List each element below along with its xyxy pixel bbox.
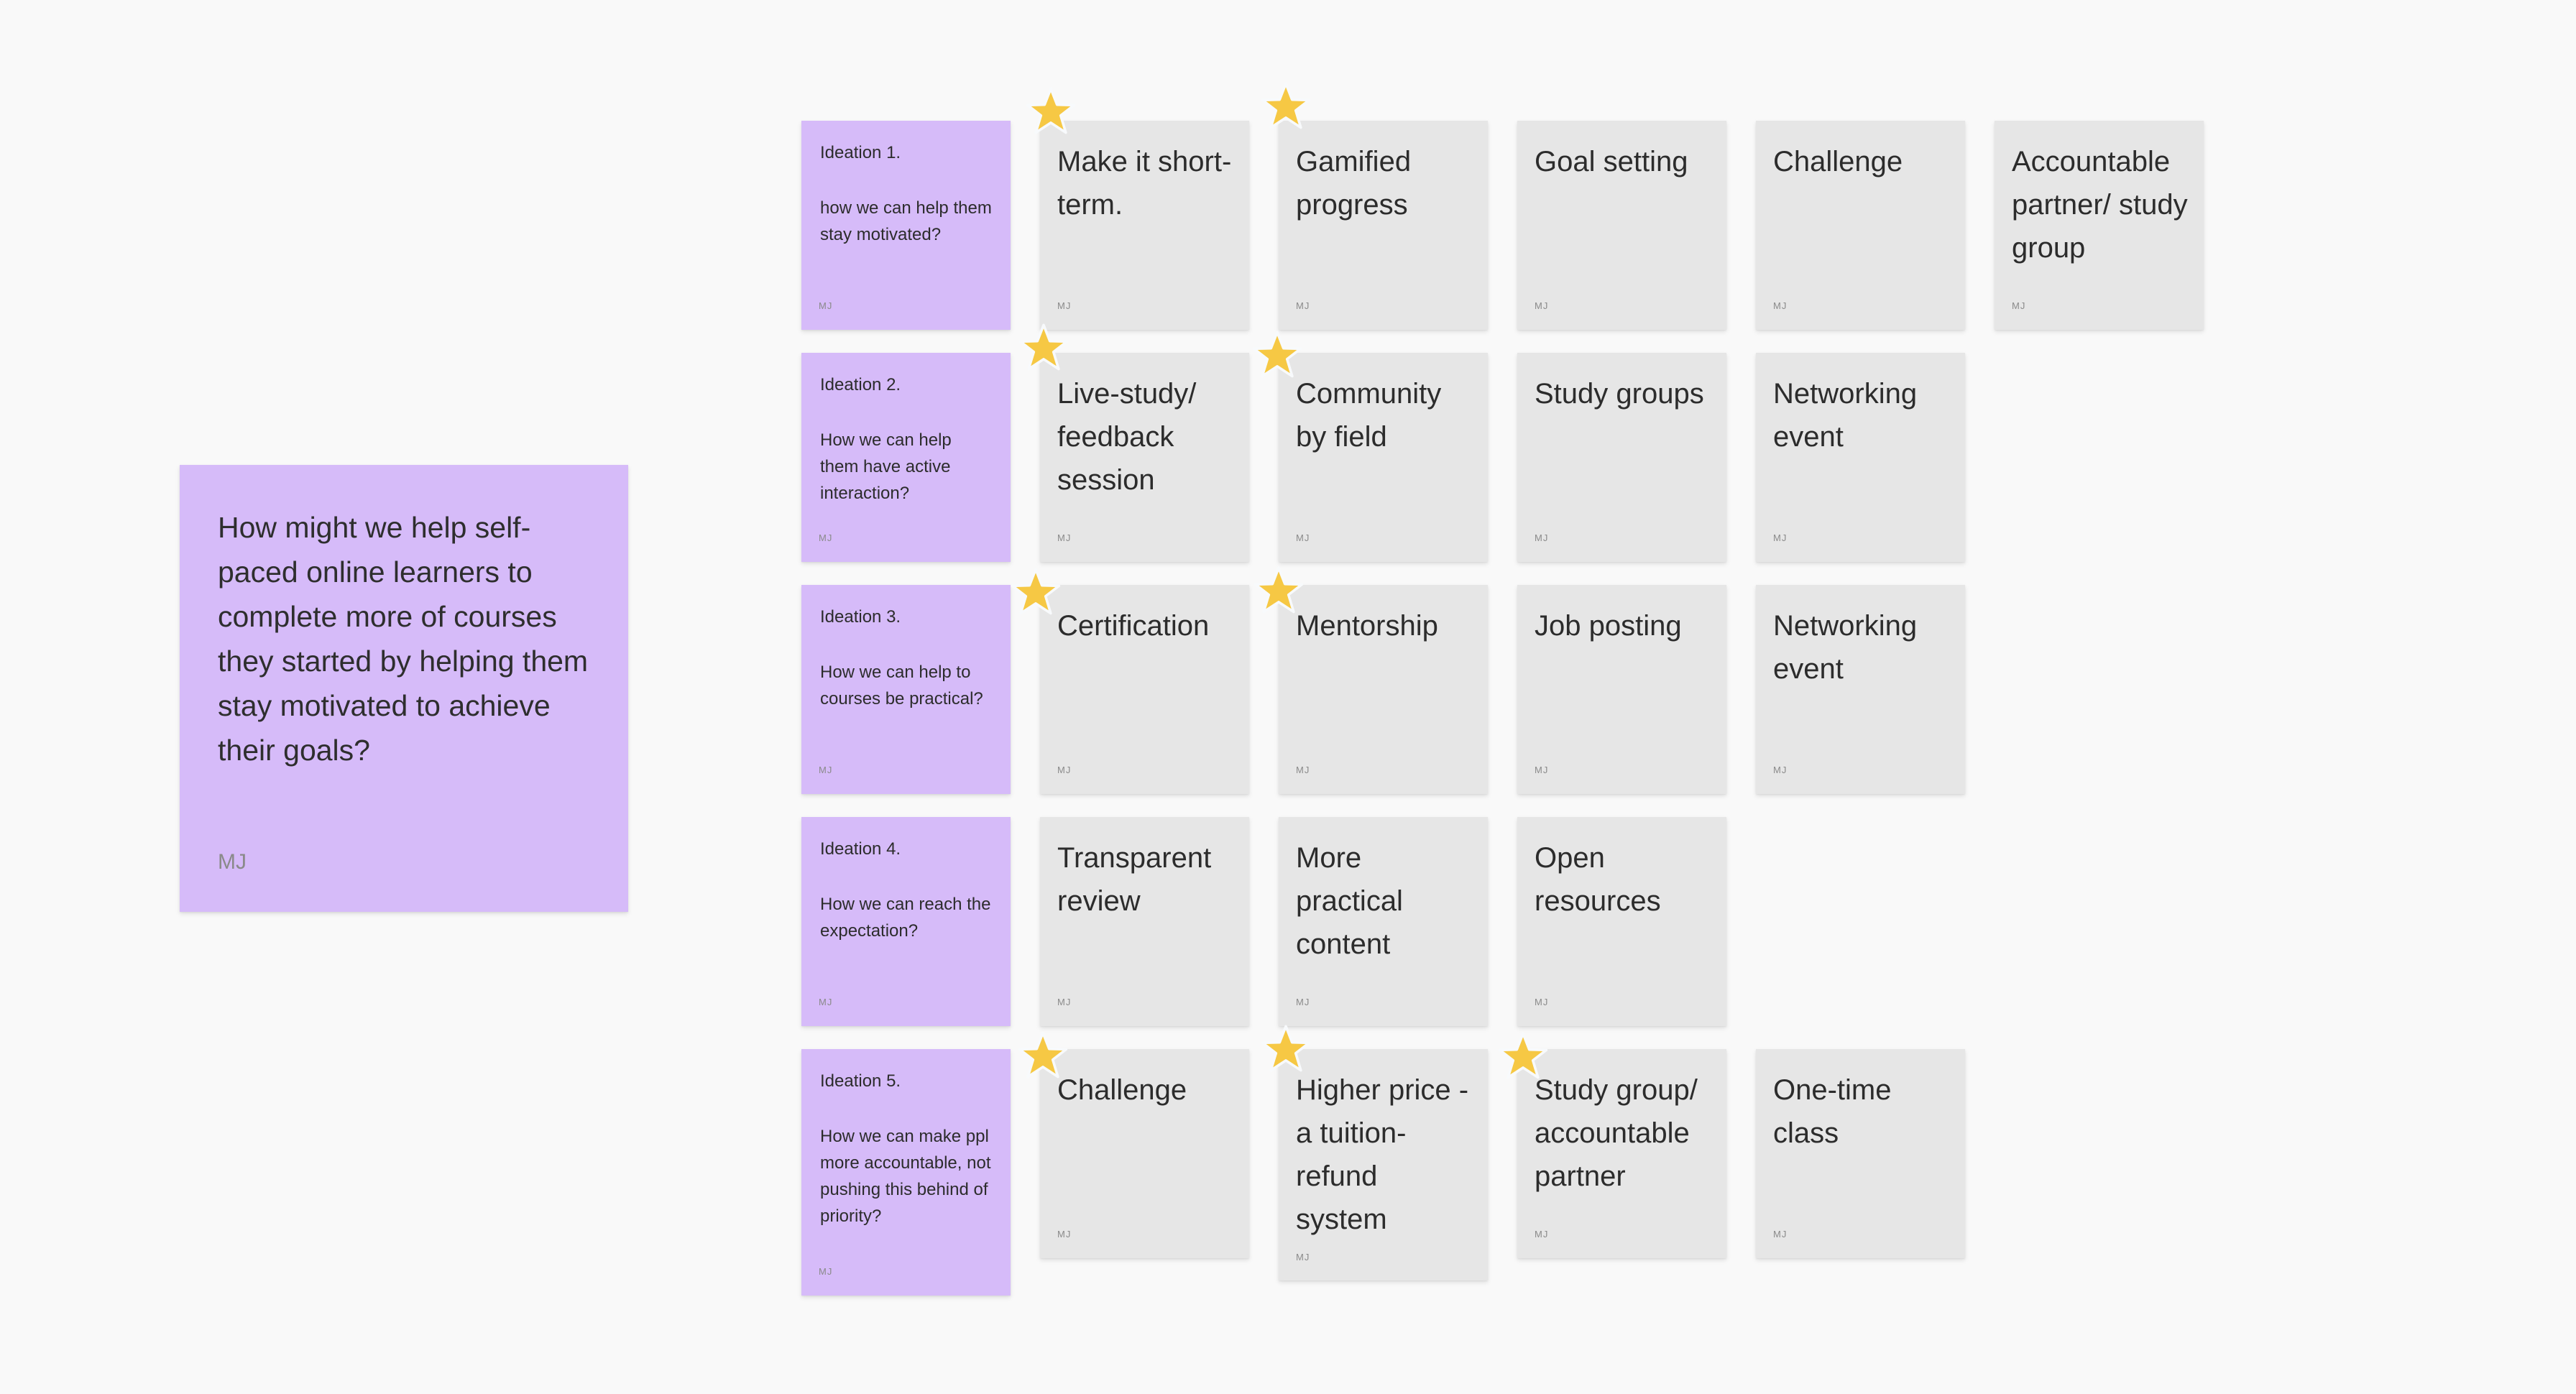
idea-text: Open resources bbox=[1535, 842, 1661, 917]
idea-text: Goal setting bbox=[1535, 146, 1688, 177]
ideation-note-4[interactable]: Ideation 4. How we can reach the expecta… bbox=[801, 817, 1011, 1026]
ideation-title: Ideation 3. bbox=[820, 607, 901, 627]
problem-statement-author: MJ bbox=[218, 850, 247, 874]
ideation-question: How we can help to courses be practical? bbox=[820, 663, 983, 708]
ideation-question: How we can help them have active interac… bbox=[820, 430, 952, 503]
note-author: MJ bbox=[819, 1266, 833, 1277]
note-author: MJ bbox=[1296, 765, 1310, 775]
note-author: MJ bbox=[1535, 997, 1549, 1007]
idea-note[interactable]: Challenge MJ bbox=[1756, 121, 1965, 330]
idea-text: Higher price - a tuition-refund system bbox=[1296, 1074, 1469, 1235]
note-author: MJ bbox=[1057, 765, 1072, 775]
idea-note[interactable]: Mentorship MJ bbox=[1279, 585, 1488, 794]
ideation-question: how we can help them stay motivated? bbox=[820, 198, 992, 244]
idea-note[interactable]: Study groups MJ bbox=[1517, 353, 1726, 562]
idea-text: Networking event bbox=[1773, 378, 1918, 453]
idea-text: Gamified progress bbox=[1296, 146, 1412, 221]
idea-text: Mentorship bbox=[1296, 610, 1438, 642]
note-author: MJ bbox=[1535, 532, 1549, 543]
idea-text: Study groups bbox=[1535, 378, 1704, 410]
note-author: MJ bbox=[1535, 765, 1549, 775]
idea-text: Study group/ accountable partner bbox=[1535, 1074, 1698, 1192]
star-vote-icon[interactable] bbox=[1018, 322, 1070, 374]
idea-text: Accountable partner/ study group bbox=[2012, 146, 2188, 264]
note-author: MJ bbox=[1057, 1229, 1072, 1240]
idea-text: Live-study/ feedback session bbox=[1057, 378, 1197, 496]
note-author: MJ bbox=[2012, 300, 2026, 311]
ideation-title: Ideation 2. bbox=[820, 375, 901, 394]
idea-text: Make it short-term. bbox=[1057, 146, 1232, 221]
note-author: MJ bbox=[1535, 1229, 1549, 1240]
idea-text: Challenge bbox=[1773, 146, 1903, 177]
note-author: MJ bbox=[1296, 300, 1310, 311]
note-author: MJ bbox=[819, 532, 833, 543]
note-author: MJ bbox=[819, 997, 833, 1007]
idea-text: More practical content bbox=[1296, 842, 1403, 960]
idea-note[interactable]: More practical content MJ bbox=[1279, 817, 1488, 1026]
ideation-note-5[interactable]: Ideation 5. How we can make ppl more acc… bbox=[801, 1049, 1011, 1296]
idea-text: Job posting bbox=[1535, 610, 1682, 642]
idea-text: One-time class bbox=[1773, 1074, 1892, 1149]
idea-note[interactable]: Study group/ accountable partner MJ bbox=[1517, 1049, 1726, 1258]
note-author: MJ bbox=[1535, 300, 1549, 311]
problem-statement-text: How might we help self-paced online lear… bbox=[218, 511, 589, 767]
ideation-note-1[interactable]: Ideation 1. how we can help them stay mo… bbox=[801, 121, 1011, 330]
idea-note[interactable]: Community by field MJ bbox=[1279, 353, 1488, 562]
note-author: MJ bbox=[1057, 997, 1072, 1007]
note-author: MJ bbox=[819, 300, 833, 311]
idea-text: Networking event bbox=[1773, 610, 1918, 685]
ideation-note-3[interactable]: Ideation 3. How we can help to courses b… bbox=[801, 585, 1011, 794]
idea-note[interactable]: Transparent review MJ bbox=[1040, 817, 1249, 1026]
star-vote-icon[interactable] bbox=[1251, 329, 1303, 381]
note-author: MJ bbox=[1773, 532, 1788, 543]
idea-note[interactable]: Gamified progress MJ bbox=[1279, 121, 1488, 330]
star-vote-icon[interactable] bbox=[1260, 1023, 1312, 1075]
ideation-question: How we can make ppl more accountable, no… bbox=[820, 1127, 991, 1226]
idea-note[interactable]: Make it short-term. MJ bbox=[1040, 121, 1249, 330]
ideation-title: Ideation 4. bbox=[820, 839, 901, 859]
star-vote-icon[interactable] bbox=[1017, 1030, 1069, 1081]
idea-note[interactable]: Live-study/ feedback session MJ bbox=[1040, 353, 1249, 562]
star-vote-icon[interactable] bbox=[1010, 566, 1062, 618]
star-vote-icon[interactable] bbox=[1260, 80, 1312, 132]
idea-note[interactable]: One-time class MJ bbox=[1756, 1049, 1965, 1258]
idea-text: Challenge bbox=[1057, 1074, 1187, 1106]
idea-note[interactable]: Accountable partner/ study group MJ bbox=[1995, 121, 2204, 330]
idea-text: Certification bbox=[1057, 610, 1210, 642]
problem-statement-note[interactable]: How might we help self-paced online lear… bbox=[180, 465, 628, 912]
note-author: MJ bbox=[1296, 532, 1310, 543]
idea-note[interactable]: Open resources MJ bbox=[1517, 817, 1726, 1026]
idea-note[interactable]: Networking event MJ bbox=[1756, 585, 1965, 794]
note-author: MJ bbox=[1773, 300, 1788, 311]
idea-text: Community by field bbox=[1296, 378, 1442, 453]
idea-note[interactable]: Higher price - a tuition-refund system M… bbox=[1279, 1049, 1488, 1280]
ideation-title: Ideation 1. bbox=[820, 143, 901, 162]
ideation-note-2[interactable]: Ideation 2. How we can help them have ac… bbox=[801, 353, 1011, 562]
star-vote-icon[interactable] bbox=[1253, 565, 1305, 617]
idea-note[interactable]: Challenge MJ bbox=[1040, 1049, 1249, 1258]
ideation-title: Ideation 5. bbox=[820, 1071, 901, 1091]
note-author: MJ bbox=[819, 765, 833, 775]
star-vote-icon[interactable] bbox=[1497, 1030, 1549, 1082]
note-author: MJ bbox=[1773, 1229, 1788, 1240]
idea-note[interactable]: Networking event MJ bbox=[1756, 353, 1965, 562]
note-author: MJ bbox=[1773, 765, 1788, 775]
note-author: MJ bbox=[1057, 532, 1072, 543]
idea-text: Transparent review bbox=[1057, 842, 1212, 917]
note-author: MJ bbox=[1296, 997, 1310, 1007]
note-author: MJ bbox=[1296, 1252, 1310, 1263]
idea-note[interactable]: Certification MJ bbox=[1040, 585, 1249, 794]
idea-note[interactable]: Goal setting MJ bbox=[1517, 121, 1726, 330]
note-author: MJ bbox=[1057, 300, 1072, 311]
ideation-question: How we can reach the expectation? bbox=[820, 895, 991, 941]
star-vote-icon[interactable] bbox=[1025, 86, 1077, 137]
idea-note[interactable]: Job posting MJ bbox=[1517, 585, 1726, 794]
